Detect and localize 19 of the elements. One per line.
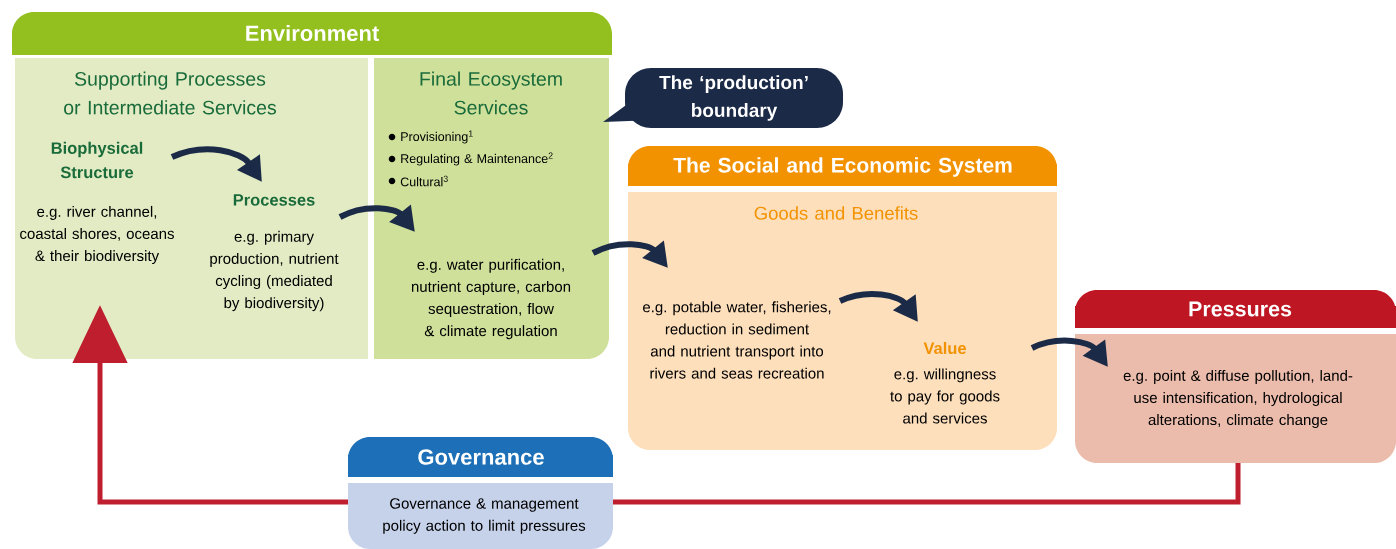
header-band: Pressures xyxy=(1075,290,1396,328)
heading: Value xyxy=(923,341,966,355)
heading: Biophysical Structure xyxy=(51,141,143,179)
description: e.g. potable water, fisheries, reduction in sediment and nutrient transport into rivers and seas recreation xyxy=(643,301,831,379)
description: e.g. water purification, nutrient capture, carbon sequestration, flow & climate regulation xyxy=(411,258,571,340)
description: e.g. river channel, coastal shores, oceans & their biodiversity xyxy=(20,205,174,265)
panel-background: e.g. point & diffuse pollution, land-use intensification, hydrological alterations, climate change xyxy=(1075,334,1396,463)
connector-line xyxy=(613,463,1241,505)
bullet-item: Cultural$^{3}$ xyxy=(388,175,448,187)
panel-background: Governance & management policy action to limit pressures xyxy=(348,483,613,549)
description: e.g. primary production, nutrient cycling (mediated by biodiversity) xyxy=(210,230,339,312)
bullet-item: Regulating & Maintenance$^{2}$ xyxy=(388,152,553,166)
heading: Processes xyxy=(233,194,315,206)
bullet-item: Provisioning$^{1}$ xyxy=(388,130,473,144)
header-band: Governance xyxy=(348,437,613,477)
description: e.g. willingness to pay for goods and services xyxy=(890,368,1000,424)
header-band: Environment xyxy=(12,12,612,55)
speech-bubble: The ‘production’ boundary xyxy=(603,68,843,128)
header-band: The Social and Economic System xyxy=(628,146,1057,186)
